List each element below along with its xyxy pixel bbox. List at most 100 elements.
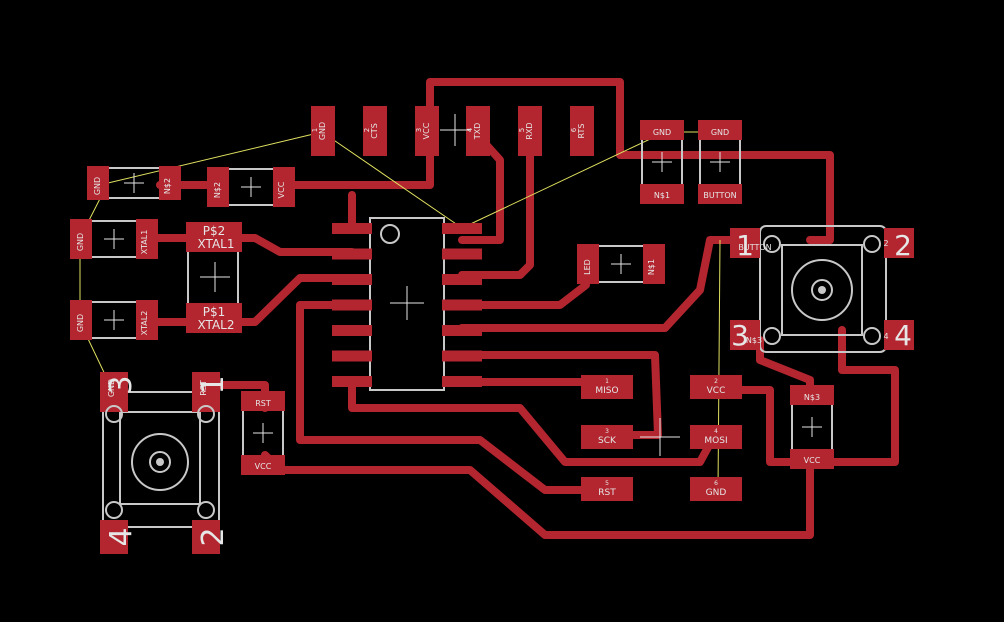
isp-pin-label: RST: [598, 488, 616, 498]
resistor-led-label-b: N$1: [647, 259, 656, 275]
capacitor-xtal2-label-a: GND: [76, 314, 85, 332]
trace-button: [458, 236, 734, 332]
resistor-rst: RST VCC: [241, 391, 285, 475]
capacitor-xtal2: GND XTAL2: [70, 300, 158, 340]
chip-pin-right: [442, 350, 482, 362]
isp-pin-number: 5: [605, 480, 609, 487]
switch-left-net-gnd: GND: [107, 379, 116, 397]
ftdi-pin-number: 5: [518, 128, 526, 132]
trace-right-loop: [806, 326, 899, 466]
switch-left-pin1: 1: [196, 375, 231, 394]
resistor-button-label-b: BUTTON: [703, 191, 736, 200]
switch-left: 3 1 4 2 GND RST: [100, 372, 231, 554]
chip-pin-left: [332, 248, 372, 260]
resistor-led-label-a: LED: [583, 259, 592, 275]
trace-rst-b: [348, 378, 716, 466]
ftdi-pin-label: CTS: [370, 123, 379, 139]
crystal-net2: XTAL2: [198, 318, 235, 332]
switch-right-small-2: 2: [883, 239, 888, 248]
resistor-rst-label-b: VCC: [255, 462, 272, 471]
isp-pad: [690, 375, 742, 399]
chip-pin-left: [332, 325, 372, 336]
isp-origin-cross: [640, 418, 680, 456]
ftdi-pin-label: RXD: [525, 122, 534, 139]
switch-right-pin4: 4: [894, 319, 912, 352]
resistor-n2-vcc-label-b: VCC: [277, 181, 286, 198]
ftdi-pad: [466, 106, 490, 156]
resistor-gnd-n2: GND N$2: [87, 166, 181, 200]
capacitor-xtal1-label-a: GND: [76, 233, 85, 251]
switch-right-small-4: 4: [883, 332, 888, 341]
resistor-led: LED N$1: [577, 244, 665, 284]
ftdi-pad: [415, 106, 439, 156]
chip-pin-left: [332, 376, 372, 387]
switch-right: 1 2 3 4 BUTTON N$3 2 4: [730, 225, 914, 353]
trace-top-loop: [426, 78, 834, 244]
ftdi-pin-label: VCC: [422, 122, 431, 139]
crystal: P$2 XTAL1 P$1 XTAL2: [186, 222, 242, 333]
resistor-button-label-a: GND: [711, 128, 729, 137]
isp-pin-label: GND: [706, 488, 727, 498]
isp-pin-number: 2: [714, 378, 718, 385]
ftdi-pad: [363, 106, 387, 156]
resistor-gnd-n2-label-a: GND: [93, 177, 102, 195]
switch-left-pin4: 4: [104, 527, 139, 546]
switch-right-pin1: 1: [736, 229, 754, 262]
switch-right-net-n3: N$3: [746, 336, 762, 345]
isp-pin-label: MOSI: [704, 436, 727, 446]
resistor-rst-label-a: RST: [255, 399, 271, 408]
ftdi-pin-number: 1: [311, 128, 319, 132]
resistor-n3-label-b: VCC: [804, 456, 821, 465]
trace-sck: [458, 351, 662, 439]
chip-pin-left: [332, 350, 372, 362]
isp-pad: [690, 477, 742, 501]
resistor-n1-label-a: GND: [653, 128, 671, 137]
isp-pin-label: MISO: [595, 386, 618, 396]
ftdi-pin-number: 3: [415, 128, 423, 132]
switch-right-pin2: 2: [894, 229, 912, 262]
chip-pin-right: [442, 376, 482, 387]
trace-led: [458, 281, 590, 309]
switch-left-pin3: 3: [104, 375, 139, 394]
isp-pin-number: 6: [714, 480, 718, 487]
chip-pin-right: [442, 274, 482, 285]
isp-pin-label: SCK: [598, 436, 617, 446]
isp-pin-number: 1: [605, 378, 609, 385]
chip-pin-right: [442, 299, 482, 311]
trace-rxd: [458, 136, 534, 279]
crystal-pad1: P$2: [203, 224, 226, 238]
ftdi-pin-label: RTS: [577, 124, 586, 139]
resistor-button: GND BUTTON: [698, 120, 742, 204]
ftdi-pin-number: 2: [363, 128, 371, 132]
capacitor-xtal1-label-b: XTAL1: [140, 230, 149, 255]
resistor-n1: GND N$1: [640, 120, 684, 204]
resistor-gnd-n2-label-b: N$2: [163, 178, 172, 194]
chip-pin-left: [332, 223, 372, 234]
isp-pad: [581, 425, 633, 449]
capacitor-xtal2-label-b: XTAL2: [140, 311, 149, 336]
switch-right-pin3: 3: [731, 319, 749, 352]
isp-pin-number: 4: [714, 428, 718, 435]
capacitor-xtal1: GND XTAL1: [70, 219, 158, 259]
switch-right-net-button: BUTTON: [738, 243, 771, 252]
isp-pad: [690, 425, 742, 449]
isp-pad: [581, 375, 633, 399]
ftdi-pin-number: 6: [570, 127, 578, 132]
chip-pin-right: [442, 248, 482, 260]
resistor-n3-label-a: N$3: [804, 393, 820, 402]
microcontroller-chip: [332, 217, 482, 391]
chip-pin-right: [442, 223, 482, 234]
isp-pad: [581, 477, 633, 501]
resistor-n1-label-b: N$1: [654, 191, 670, 200]
crystal-net1: XTAL1: [198, 237, 235, 251]
isp-pin-label: VCC: [707, 386, 726, 396]
ftdi-pin-label: TXD: [473, 123, 482, 141]
trace-rst-a: [296, 301, 614, 494]
resistor-n2-vcc-label-a: N$2: [213, 182, 222, 198]
chip-pin-left: [332, 299, 372, 311]
ftdi-pad: [518, 106, 542, 156]
